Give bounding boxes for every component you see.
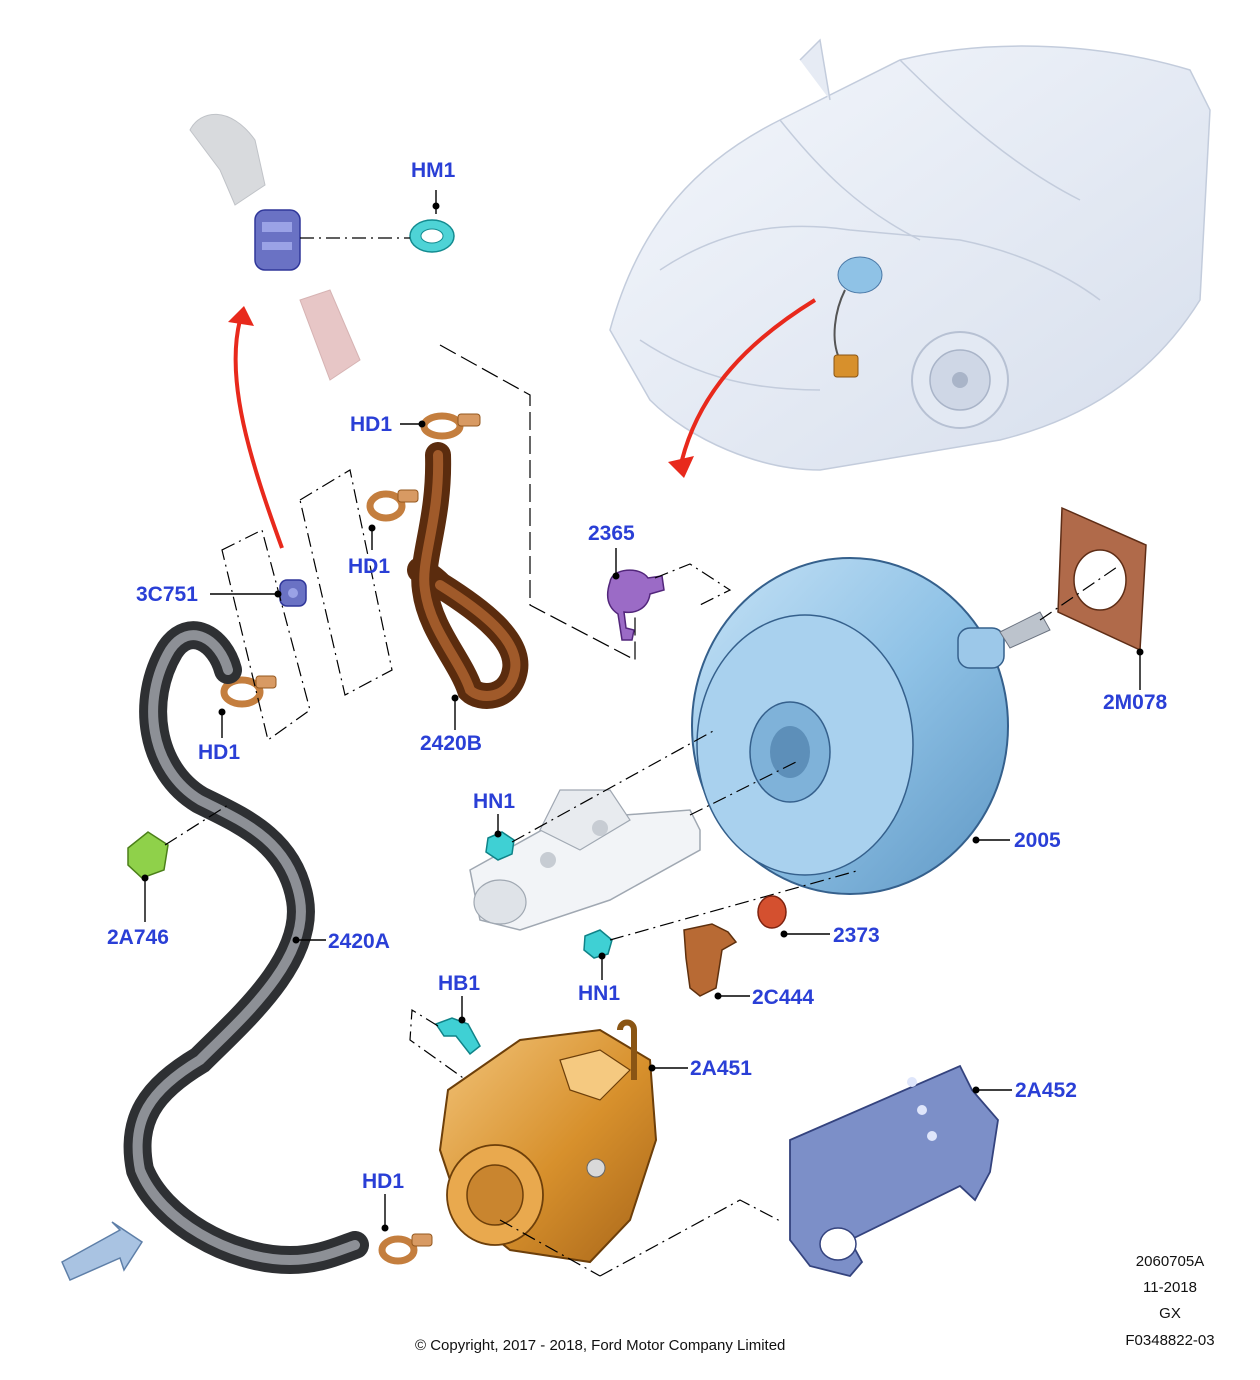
vacuum-pump-icon [438,1019,658,1264]
callout-hn1-bottom: HN1 [578,982,621,1005]
callout-2365: 2365 [588,522,635,545]
hose-clamp-icon [378,1233,433,1265]
callout-hn1-top: HN1 [473,790,516,813]
vehicle-variant: GX [1159,1305,1181,1322]
seal-icon [757,895,787,929]
bolt-icon [434,1017,481,1056]
vacuum-hose-icon [123,621,369,1275]
nut-icon [485,831,515,861]
hose-clamp-icon [366,489,419,522]
detail-arrow-head [228,306,254,326]
callout-2c444: 2C444 [752,986,814,1009]
reference-code: 2060705A [1135,1253,1205,1270]
detail-arrow [233,319,284,549]
vehicle-location-view [609,38,1211,471]
copyright-text: © Copyright, 2017 - 2018, Ford Motor Com… [415,1337,786,1354]
location-arrow [680,298,817,461]
revision-date: 11-2018 [1143,1279,1197,1296]
callout-hd1-top: HD1 [350,413,393,436]
callout-hd1-bottom: HD1 [362,1170,405,1193]
figure-id: F0348822-03 [1125,1332,1215,1349]
leader-lines [141,190,1144,1232]
callout-hd1-left: HD1 [198,741,241,764]
callout-2373: 2373 [833,924,880,947]
callout-2a452: 2A452 [1015,1079,1077,1102]
hose-clamp-icon [220,675,277,708]
nut-icon [583,929,613,959]
sensor-icon [683,923,738,997]
callout-hm1: HM1 [411,159,456,182]
mounting-bracket-icon [789,1064,999,1278]
master-cylinder-icon [469,789,701,931]
hose-clip-icon [127,831,169,879]
callout-2a451: 2A451 [690,1057,752,1080]
direction-arrow-icon [61,1221,144,1281]
callout-3c751: 3C751 [136,583,198,606]
brake-booster-icon [691,557,1051,895]
vacuum-fitting-icon [606,569,665,641]
detail-view-check-valve [189,113,361,381]
callout-hb1: HB1 [438,972,481,995]
hose-clamp-icon [420,412,481,440]
check-valve-icon [254,209,301,271]
callout-2420a: 2420A [328,930,390,953]
callout-2m078: 2M078 [1103,691,1168,714]
location-arrow-head [668,456,694,478]
callout-2420b: 2420B [420,732,482,755]
callout-hd1-mid: HD1 [348,555,391,578]
callout-2a746: 2A746 [107,926,169,949]
callout-2005: 2005 [1014,829,1061,852]
